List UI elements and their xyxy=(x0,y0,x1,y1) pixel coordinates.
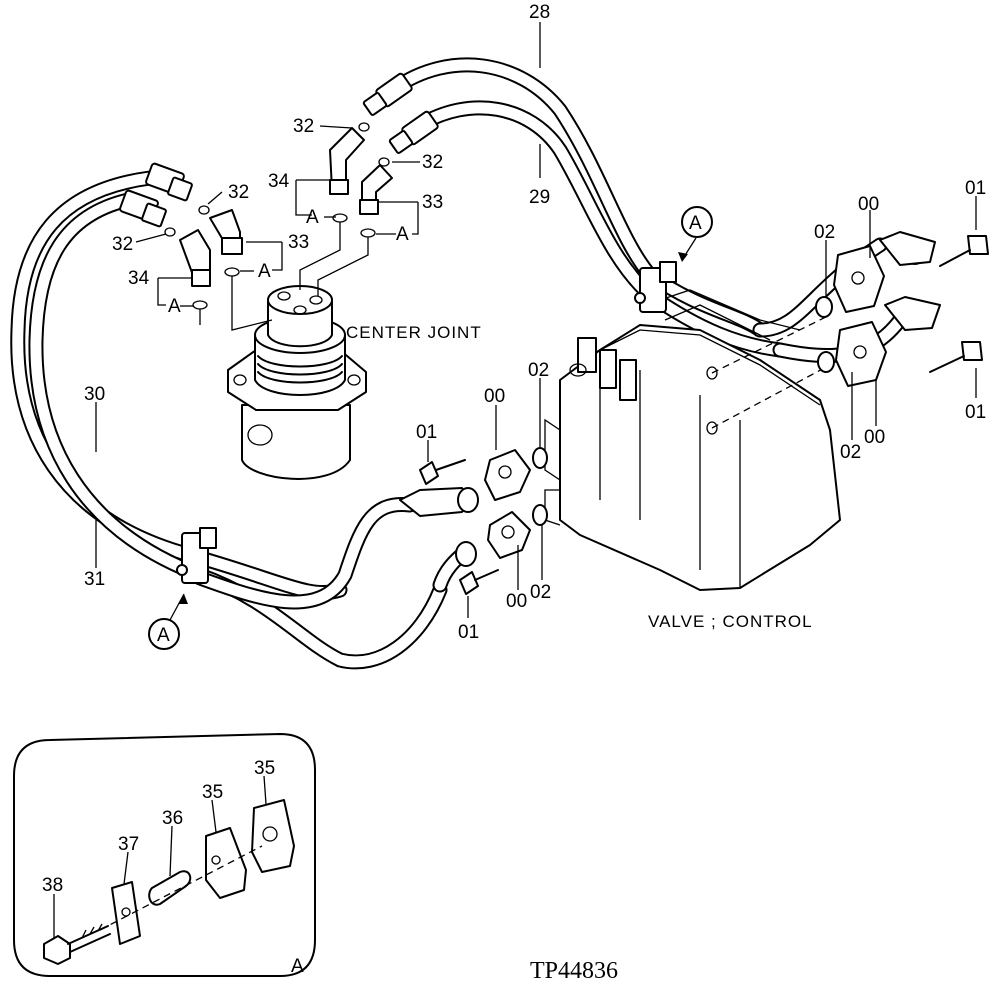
elbow-fitting-4 xyxy=(179,229,211,287)
callout-31: 31 xyxy=(84,569,105,590)
flange-right-lower xyxy=(817,296,941,387)
bolts-left xyxy=(419,459,499,595)
callout-01-b: 01 xyxy=(965,402,986,423)
callout-28: 28 xyxy=(529,2,550,23)
center-joint-title: CENTER JOINT xyxy=(346,323,482,342)
elbow-fitting-1 xyxy=(329,127,365,195)
callout-32-b: 32 xyxy=(422,152,443,173)
callout-33-b: 33 xyxy=(288,232,309,253)
callout-32-c: 32 xyxy=(228,182,249,203)
drawing-code: TP44836 xyxy=(530,958,618,984)
control-valve-title: VALVE ; CONTROL xyxy=(648,612,813,631)
o-rings xyxy=(164,122,390,237)
hose-fittings-left xyxy=(119,162,193,228)
callout-01-a: 01 xyxy=(965,178,986,199)
callout-00-a: 00 xyxy=(858,194,879,215)
flange-left-upper xyxy=(399,447,548,517)
flange-left-lower xyxy=(455,504,548,567)
callout-00-b: 00 xyxy=(864,427,885,448)
clamp-marker-right xyxy=(678,206,713,262)
hose-fittings-middle xyxy=(362,72,439,154)
control-valve xyxy=(544,289,841,591)
center-joint xyxy=(227,285,367,480)
callout-a-3: A xyxy=(258,261,271,282)
clamp-marker-right-label: A xyxy=(689,213,702,234)
detail-view-a xyxy=(13,733,316,977)
clamp-right xyxy=(634,261,677,313)
hose-lower-upper xyxy=(192,496,418,610)
clamp-left xyxy=(176,527,217,584)
bolts-right xyxy=(929,235,989,373)
callout-32-d: 32 xyxy=(112,234,133,255)
detail-view-label: A xyxy=(291,956,304,977)
callout-34-b: 34 xyxy=(128,268,150,289)
callout-01-d: 01 xyxy=(458,622,479,643)
callout-32-a: 32 xyxy=(293,116,314,137)
callout-01-c: 01 xyxy=(416,422,437,443)
callout-a-1: A xyxy=(306,207,319,228)
callout-a-4: A xyxy=(168,296,181,317)
detail-callout-36: 36 xyxy=(162,808,183,829)
callout-33-a: 33 xyxy=(422,192,443,213)
hose-30 xyxy=(10,170,348,601)
callout-30: 30 xyxy=(84,384,105,405)
clamp-marker-left-label: A xyxy=(157,625,170,646)
elbow-fitting-3 xyxy=(209,209,243,255)
callout-02-a: 02 xyxy=(814,222,835,243)
callout-a-2: A xyxy=(396,224,409,245)
clamp-marker-left xyxy=(148,594,188,650)
detail-callout-35-b: 35 xyxy=(202,782,223,803)
callout-00-c: 00 xyxy=(484,386,505,407)
callout-leaders xyxy=(95,22,977,621)
callout-29: 29 xyxy=(529,187,550,208)
hose-28 xyxy=(387,57,768,338)
callout-02-d: 02 xyxy=(530,582,551,603)
valve-leaders xyxy=(706,314,831,435)
hose-29 xyxy=(412,100,788,358)
elbow-fitting-2 xyxy=(359,164,393,215)
callout-34-a: 34 xyxy=(268,171,290,192)
center-joint-leaders xyxy=(199,222,369,331)
hose-31 xyxy=(28,192,448,670)
callout-00-d: 00 xyxy=(506,591,527,612)
callout-02-b: 02 xyxy=(840,442,861,463)
flange-right-upper xyxy=(815,231,936,318)
detail-callout-38: 38 xyxy=(42,875,63,896)
detail-callout-37: 37 xyxy=(118,834,139,855)
callout-02-c: 02 xyxy=(528,360,549,381)
detail-callout-35-a: 35 xyxy=(254,758,275,779)
